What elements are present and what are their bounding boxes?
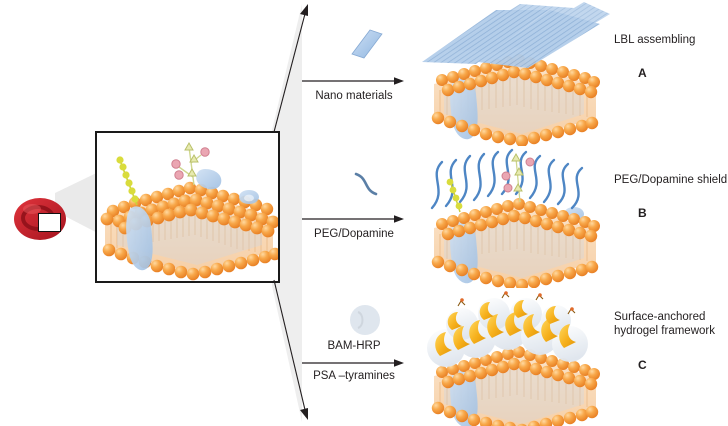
route-a-arrow-label: Nano materials [315, 90, 393, 102]
rbc-zoom-marker [38, 213, 61, 232]
glycan-pink-green [171, 141, 210, 186]
lbl-sheets [422, 2, 610, 68]
route-b-arrow [302, 215, 404, 223]
bam-hrp-icon [350, 305, 380, 335]
panel-c-result-label-line1: Surface-anchored [614, 311, 706, 323]
panel-c-letter: C [638, 358, 647, 372]
panel-b-result-label: PEG/Dopamine shield [614, 174, 728, 186]
route-c-arrow [302, 359, 404, 367]
glycan-yellow-b [446, 178, 463, 213]
distribution-fan [272, 4, 302, 422]
glycan-pink-green-b [501, 152, 535, 203]
route-b-arrow-label: PEG/Dopamine [314, 228, 394, 240]
panel-a-result-label: LBL assembling [614, 34, 696, 46]
route-c-arrow-label-top: BAM-HRP [327, 340, 381, 352]
membrane-detail-illustration [97, 133, 278, 281]
nano-material-icon [351, 29, 383, 59]
panel-b-letter: B [638, 206, 647, 220]
hydrogel-framework [427, 291, 588, 367]
route-c-arrow-label: PSA –tyramines [313, 370, 395, 382]
panel-a-letter: A [638, 66, 647, 80]
panel-c-result-label-line2: hydrogel framework [614, 325, 715, 337]
glycan-yellow [116, 156, 139, 206]
panel-a-illustration [422, 2, 610, 146]
peg-dopamine-icon [354, 172, 378, 196]
panel-b-illustration [430, 148, 600, 288]
route-a-arrow [302, 77, 404, 85]
fan-guide-arrows [273, 4, 308, 420]
panel-c-illustration [427, 291, 600, 426]
